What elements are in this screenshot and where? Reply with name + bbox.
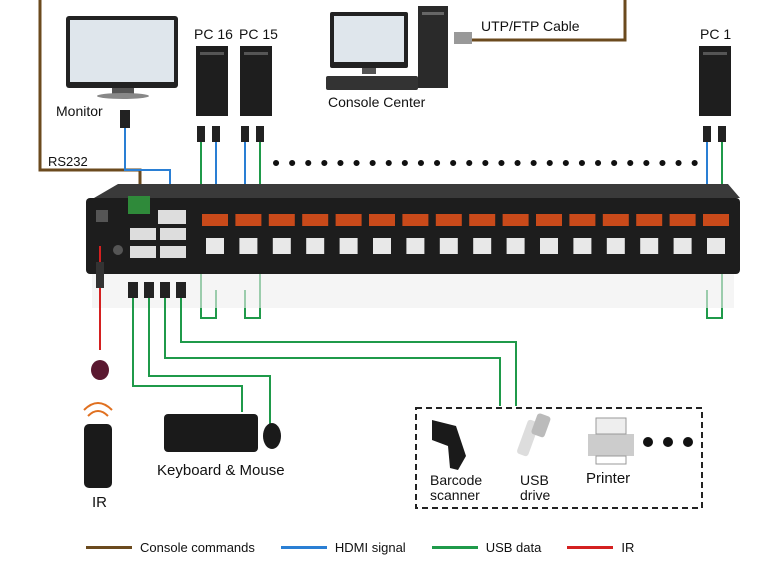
legend-label-usb: USB data: [485, 540, 542, 555]
usb-b-port: [439, 238, 458, 254]
usb-b-port: [339, 238, 358, 254]
ir-plug: [96, 262, 104, 288]
usb-peripherals-box: [415, 407, 703, 509]
legend-label-console: Console commands: [140, 540, 255, 555]
usb-b-port: [673, 238, 692, 254]
legend-swatch-hdmi: [280, 546, 327, 549]
keyboard-icon: [164, 414, 258, 452]
printer-label: Printer: [586, 470, 631, 487]
usb-b-port: [373, 238, 391, 254]
hdmi-port: [703, 214, 729, 226]
legend-swatch-usb: [431, 546, 478, 549]
hdmi-port: [235, 214, 262, 226]
mouse-usb-line: [148, 298, 271, 424]
hdmi-port: [335, 214, 362, 226]
cable-line: [470, 0, 627, 42]
monitor-hdmi-plug: [120, 110, 130, 128]
usb-b-port: [707, 238, 725, 254]
usb-b-port: [606, 238, 625, 254]
printer-icon: [588, 417, 634, 465]
usb-b-port: [473, 238, 492, 254]
rs232-line: [38, 0, 142, 196]
usb-b-port: [239, 238, 258, 254]
usb-b-port: [540, 238, 558, 254]
hdmi-port: [669, 214, 696, 226]
legend-swatch-ir: [567, 546, 614, 549]
usb-b-port: [306, 238, 325, 254]
pc16-label: PC 16: [194, 26, 233, 42]
hdmi-port: [402, 214, 429, 226]
keyboard-usb-line: [132, 298, 243, 412]
monitor-label: Monitor: [56, 103, 103, 119]
legend-label-hdmi: HDMI signal: [334, 540, 406, 555]
console-usb-plugs: [128, 282, 186, 298]
legend-item-hdmi: HDMI signal: [280, 540, 406, 555]
barcode-label-line1: Barcode: [430, 472, 483, 488]
more-devices-dots: [643, 437, 693, 447]
ir-receiver-icon: [91, 360, 109, 380]
pc1-tower: [699, 46, 731, 116]
monitor-icon: [66, 16, 178, 99]
rs232-label: RS232: [48, 154, 88, 169]
hdmi-port: [469, 214, 496, 226]
keyboard-mouse-label: Keyboard & Mouse: [157, 462, 285, 479]
legend-item-ir: IR: [567, 540, 634, 555]
legend-item-console: Console commands: [86, 540, 255, 555]
ir-remote-icon: [83, 402, 113, 488]
pc-plugs: [197, 126, 726, 142]
usb-b-port: [506, 238, 525, 254]
console-center-pc: [326, 6, 448, 90]
usb-drive-label-line2: drive: [520, 487, 551, 503]
legend-label-ir: IR: [621, 540, 635, 555]
monitor-hdmi-line: [124, 128, 171, 196]
usb-b-port: [573, 238, 592, 254]
usb-drive-icon: [517, 413, 551, 457]
usb-b-port: [272, 238, 291, 254]
console-center-label: Console Center: [328, 94, 426, 110]
hdmi-port: [636, 214, 663, 226]
hdmi-port: [569, 214, 596, 226]
legend: Console commands HDMI signal USB data IR: [86, 540, 660, 555]
hdmi-port: [202, 214, 228, 226]
pc1-label: PC 1: [700, 26, 732, 42]
ir-label: IR: [92, 494, 107, 511]
cable-label: UTP/FTP Cable: [481, 18, 580, 34]
legend-swatch-console: [86, 546, 132, 549]
hdmi-port: [268, 214, 295, 226]
hdmi-port: [369, 214, 395, 226]
legend-item-usb: USB data: [431, 540, 542, 555]
hdmi-port: [502, 214, 529, 226]
usb-drive-label-line1: USB: [520, 472, 549, 488]
barcode-label-line2: scanner: [430, 487, 480, 503]
pc15-label: PC 15: [239, 26, 278, 42]
hdmi-port: [602, 214, 629, 226]
usb-b-port: [206, 238, 224, 254]
peripheral-usb-line-2: [180, 298, 517, 406]
mouse-icon: [263, 423, 281, 449]
pc15-tower: [240, 46, 272, 116]
kvm-ports: [202, 214, 729, 254]
pc16-tower: [196, 46, 228, 116]
hdmi-port: [435, 214, 462, 226]
barcode-scanner-icon: [432, 420, 466, 470]
usb-b-port: [406, 238, 425, 254]
hdmi-port: [536, 214, 562, 226]
peripheral-usb-line-1: [164, 298, 501, 406]
hdmi-port: [302, 214, 329, 226]
usb-b-port: [640, 238, 659, 254]
rj45-plug: [454, 32, 472, 44]
